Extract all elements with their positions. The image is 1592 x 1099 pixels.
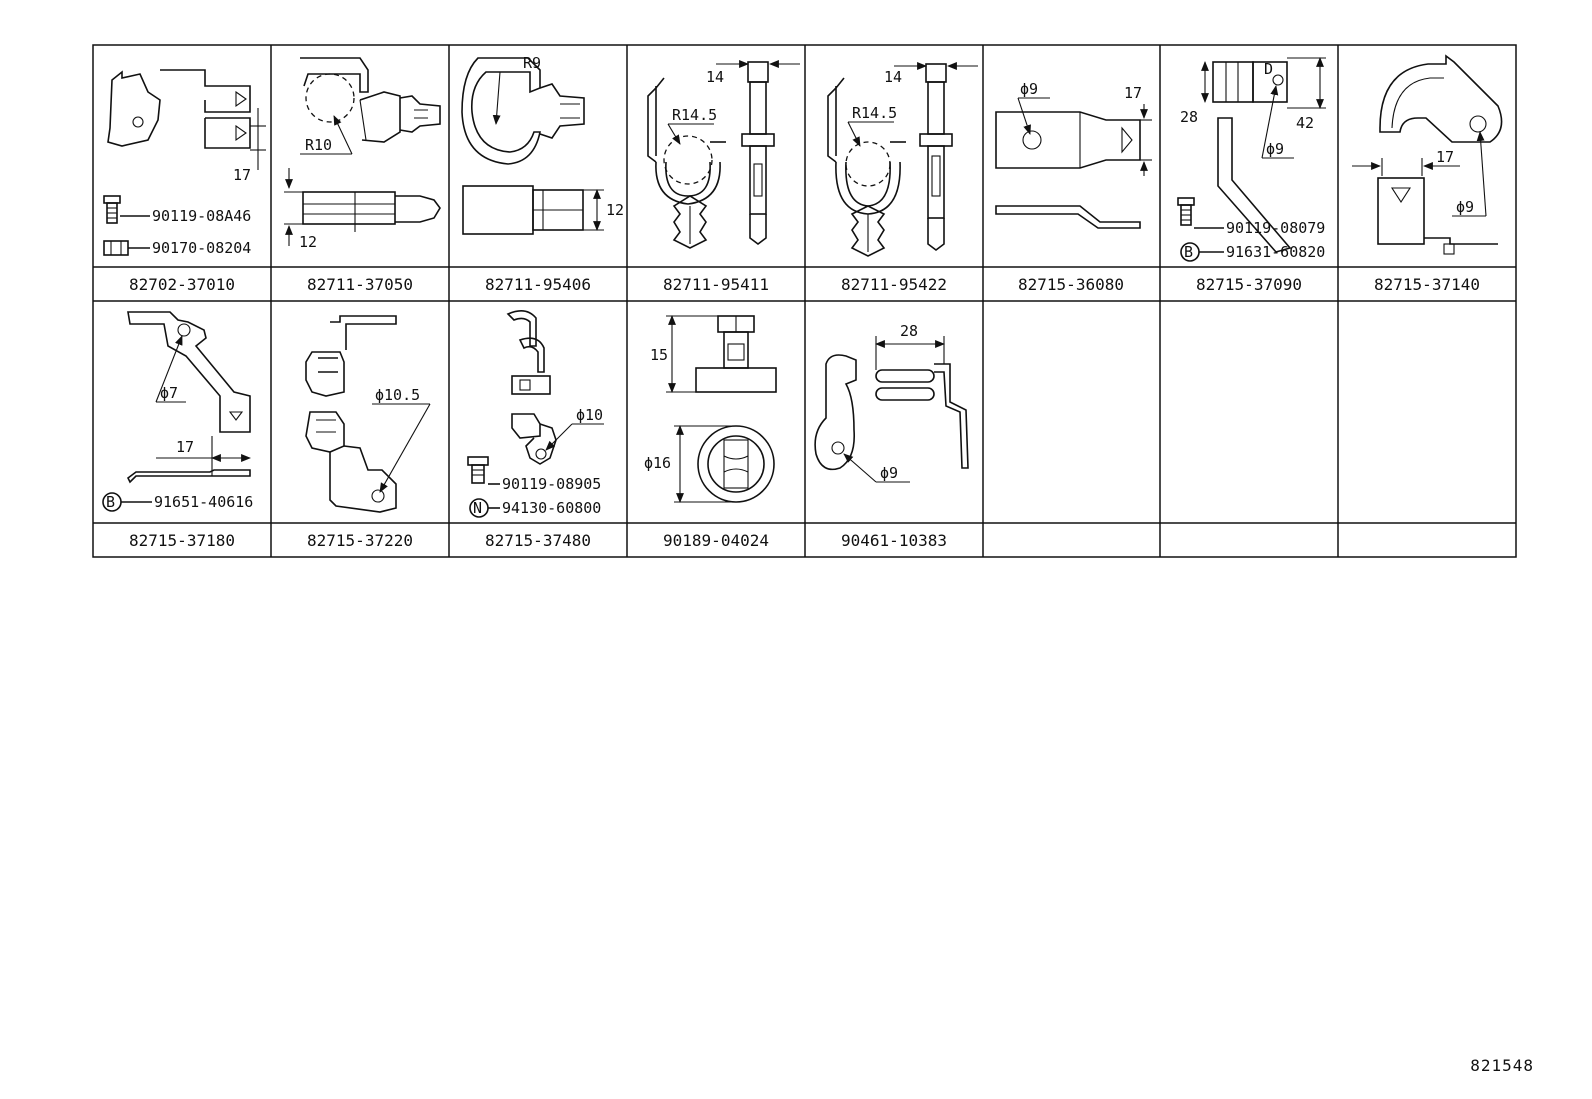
dimension-label: ϕ9 (1456, 198, 1474, 216)
dimension-label: 28 (1180, 108, 1198, 126)
part-number: 82715-36080 (1018, 275, 1124, 294)
part-number: 90461-10383 (841, 531, 947, 550)
part-number: 82715-37180 (129, 531, 235, 550)
part-number: 82711-95411 (663, 275, 769, 294)
part-number: 82711-95422 (841, 275, 947, 294)
part-drawing-82715-36080: ϕ9 17 (995, 80, 1152, 229)
part-drawing-82702-37010: 17 90119-08A46 90170-08204 (103, 69, 266, 257)
dimension-label: 17 (233, 166, 251, 184)
part-drawing-82715-37180: ϕ7 17 B 91651-40616 (102, 311, 253, 512)
dimension-label: ϕ16 (644, 454, 671, 472)
part-number: 90189-04024 (663, 531, 769, 550)
dimension-label: 17 (1124, 84, 1142, 102)
part-number: 82715-37220 (307, 531, 413, 550)
dimension-label: 12 (299, 233, 317, 251)
dimension-label: 17 (1436, 148, 1454, 166)
dimension-label: 42 (1296, 114, 1314, 132)
part-number: 82711-95406 (485, 275, 591, 294)
part-drawing-82711-95406: R9 12 (461, 54, 624, 235)
subpart-number: 91631-60820 (1226, 243, 1325, 261)
subpart-symbol: B (106, 493, 115, 511)
subpart-number: 90119-08A46 (152, 207, 251, 225)
dimension-label: 14 (706, 68, 724, 86)
subpart-number: 94130-60800 (502, 499, 601, 517)
subpart-number: 90119-08079 (1226, 219, 1325, 237)
subpart-symbol: B (1184, 243, 1193, 261)
part-drawing-82715-37140: 17 ϕ9 (1352, 54, 1503, 255)
part-drawing-82715-37090: D 28 42 ϕ9 90119-08079 B 91631-60820 (1177, 57, 1326, 262)
bolt-icon (467, 456, 489, 484)
part-number: 82715-37090 (1196, 275, 1302, 294)
part-drawing-90189-04024: 15 ϕ16 (644, 315, 777, 503)
dimension-label: ϕ9 (1266, 140, 1284, 158)
dimension-label: R14.5 (852, 104, 897, 122)
part-number: 82702-37010 (129, 275, 235, 294)
part-drawing-90461-10383: 28 ϕ9 (814, 322, 969, 483)
dimension-label: 17 (176, 438, 194, 456)
nut-icon (103, 240, 129, 256)
d-marker: D (1264, 60, 1273, 78)
dimension-label: ϕ9 (880, 464, 898, 482)
subpart-number: 91651-40616 (154, 493, 253, 511)
dimension-label: ϕ10 (576, 406, 603, 424)
part-number: 82715-37480 (485, 531, 591, 550)
part-drawing-82711-37050: R10 12 (284, 57, 441, 251)
part-number: 82711-37050 (307, 275, 413, 294)
dimension-label: 15 (650, 346, 668, 364)
dimension-label: 12 (606, 201, 624, 219)
dimension-label: ϕ9 (1020, 80, 1038, 98)
dimension-label: 28 (900, 322, 918, 340)
part-drawing-82711-95411: R14.5 14 (647, 60, 800, 249)
dimension-label: R14.5 (672, 106, 717, 124)
parts-table-grid (92, 44, 1517, 558)
part-drawing-82711-95422: R14.5 14 (827, 62, 978, 257)
part-number: 82715-37140 (1374, 275, 1480, 294)
subpart-number: 90170-08204 (152, 239, 251, 257)
subpart-number: 90119-08905 (502, 475, 601, 493)
dimension-label: ϕ10.5 (375, 386, 420, 404)
dimension-label: R9 (523, 54, 541, 72)
part-number-labels: 82702-37010 82711-37050 82711-95406 8271… (129, 275, 1480, 550)
subpart-symbol: N (473, 499, 482, 517)
part-drawing-82715-37480: ϕ10 90119-08905 N 94130-60800 (467, 310, 604, 518)
diagram-id: 821548 (1470, 1056, 1534, 1075)
bolt-icon (103, 195, 121, 224)
part-drawing-82715-37220: ϕ10.5 (305, 315, 431, 513)
dimension-label: 14 (884, 68, 902, 86)
dimension-label: R10 (305, 136, 332, 154)
bolt-icon (1177, 197, 1195, 226)
dimension-label: ϕ7 (160, 384, 178, 402)
